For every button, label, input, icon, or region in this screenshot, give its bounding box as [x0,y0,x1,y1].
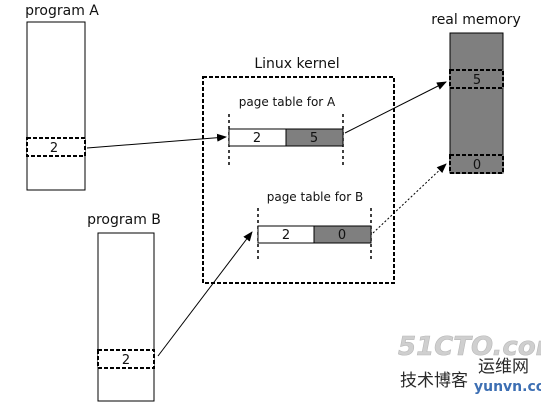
real-memory-box [449,32,504,174]
page-table-a-virtual-value: 2 [253,131,261,146]
program-a-label: program A [25,3,99,19]
program-a-page-value: 2 [50,141,58,156]
real-memory-frame-0 [449,154,504,174]
watermark-chinese-left: 技术博客 [400,371,468,391]
page-table-b-frame-cell [313,225,372,244]
watermark-brand: 51CTO.com [398,332,541,362]
real-memory-frame-0-value: 0 [473,158,481,173]
page-table-a-label: page table for A [239,95,336,109]
page-table-a-frame-value: 5 [310,131,318,146]
real-memory-frame-5 [449,69,504,89]
arrow-program-a-to-table-a [86,133,227,149]
arrow-table-b-to-memory [372,163,447,234]
program-b-label: program B [87,212,161,228]
arrow-program-b-to-table-b [157,231,253,357]
page-table-b-virtual-value: 2 [282,228,290,243]
real-memory-label: real memory [431,12,520,28]
program-a-box [26,21,86,191]
program-b-page-value: 2 [122,353,130,368]
watermark-domain: yunvn.com [474,379,541,395]
program-b-page-cell [97,349,155,369]
kernel-label: Linux kernel [254,56,339,72]
arrow-table-a-to-memory [344,81,447,134]
page-table-b-frame-value: 0 [338,228,346,243]
real-memory-frame-5-value: 5 [473,73,481,88]
page-table-b-label: page table for B [267,190,364,204]
watermark-chinese-right: 运维网 [478,357,529,377]
watermark-logo: 51CTO.com 技术博客 运维网 yunvn.com [398,332,541,395]
page-table-a-frame-cell [285,128,344,147]
program-a-page-cell [26,137,86,157]
program-b-box [97,232,155,402]
kernel-box [202,76,395,284]
